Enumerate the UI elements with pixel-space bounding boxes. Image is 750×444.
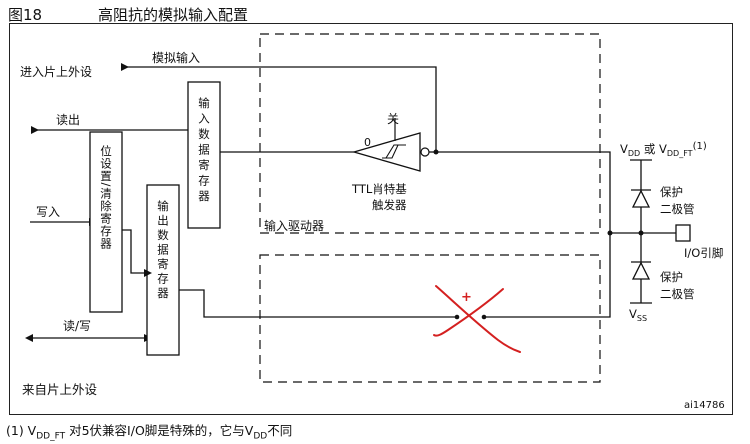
zero-label: 0 <box>364 136 371 149</box>
lower-protect-label: 保护 <box>660 270 683 284</box>
upper-protect-label: 保护 <box>660 185 683 199</box>
figure-id: ai14786 <box>684 400 725 411</box>
bit-set-reset-register-box <box>89 131 123 313</box>
ttl-schmitt-label-1: TTL肖特基 <box>351 182 407 196</box>
io-pin-box <box>675 224 691 242</box>
to-onchip-peripheral-label: 进入片上外设 <box>20 65 92 79</box>
analog-input-label: 模拟输入 <box>152 50 200 65</box>
switch-right-contact <box>481 314 487 320</box>
from-onchip-peripheral-label: 来自片上外设 <box>22 382 98 397</box>
figure-title: 高阻抗的模拟输入配置 <box>98 6 249 24</box>
figure-number: 图18 <box>8 6 43 24</box>
write-in-label: 写入 <box>36 205 60 219</box>
input-driver-box <box>259 33 601 234</box>
lower-diode-label: 二极管 <box>660 287 695 301</box>
bsrr-to-odr-line <box>122 229 152 277</box>
input-driver-label: 输入驱动器 <box>264 218 324 233</box>
upper-diode-icon <box>631 189 651 208</box>
read-out-label: 读出 <box>56 113 80 127</box>
red-cross-annotation <box>433 285 521 353</box>
io-pin-label: I/O引脚 <box>684 246 723 260</box>
annotation-plus: + <box>461 290 472 305</box>
lower-diode-icon <box>631 261 651 280</box>
input-data-register-label: 输入数据寄存器 <box>197 96 211 205</box>
output-data-register-box <box>146 184 180 356</box>
switch-left-contact <box>454 314 460 320</box>
input-data-register-box <box>187 81 221 229</box>
footnote: (1) VDD_FT 对5伏兼容I/O脚是特殊的，它与VDD不同 <box>6 423 293 442</box>
diagram-frame <box>9 23 733 415</box>
schmitt-trigger-icon <box>351 118 439 172</box>
odr-to-switch-line <box>179 289 455 318</box>
vdd-label: VDD 或 VDD_FT(1) <box>620 141 707 158</box>
read-write-label: 读/写 <box>63 319 91 333</box>
bit-set-reset-register-label: 位设置/清除寄存器 <box>99 144 113 250</box>
output-driver-box <box>259 254 601 383</box>
off-label: 关 <box>387 112 399 126</box>
figure-header: 图18 高阻抗的模拟输入配置 <box>8 2 748 24</box>
vss-label: VSS <box>629 307 647 323</box>
analog-input-line <box>121 63 437 152</box>
output-data-register-label: 输出数据寄存器 <box>156 199 170 301</box>
ttl-schmitt-label-2: 触发器 <box>372 198 407 212</box>
upper-diode-label: 二极管 <box>660 202 695 216</box>
